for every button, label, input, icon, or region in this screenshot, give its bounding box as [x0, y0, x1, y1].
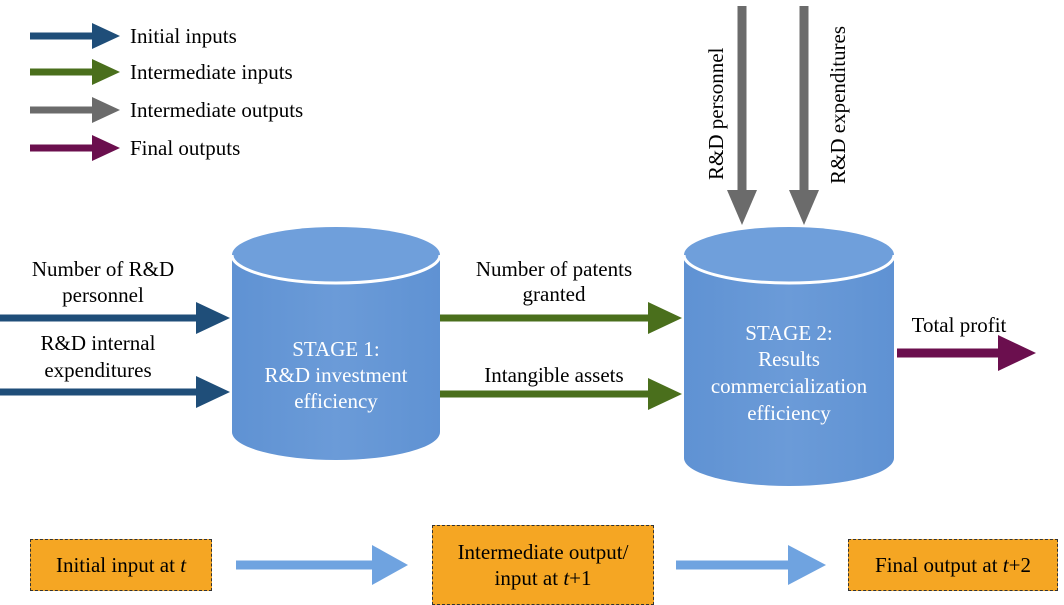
label-total-profit: Total profit — [911, 313, 1007, 337]
stage2-title: STAGE 2: — [745, 321, 833, 345]
stage1-line2: R&D investment — [264, 363, 408, 387]
stage2-line3: commercialization — [710, 374, 868, 398]
arrow-rd-personnel-input — [0, 302, 230, 334]
label-rd-expenditures-line1: R&D internal — [40, 331, 156, 355]
arrow-rd-expenditures-input — [0, 376, 230, 408]
legend-label-intermediate-inputs: Intermediate inputs — [130, 60, 293, 84]
timeline-box-intermediate-line1: Intermediate output/ — [457, 540, 629, 564]
stage1-line3: efficiency — [294, 389, 378, 413]
stage1-cylinder — [230, 227, 442, 460]
stage2-line4: efficiency — [747, 401, 831, 425]
arrow-patents — [440, 302, 682, 334]
timeline-box-intermediate-line2: input at — [494, 566, 564, 590]
label-patents-line1: Number of patents — [475, 257, 633, 281]
label-stage2-expenditures: R&D expenditures — [826, 25, 850, 184]
timeline-box-final: Final output at t+2 — [848, 539, 1058, 591]
stage1-title: STAGE 1: — [292, 337, 380, 361]
timeline-box-intermediate-suffix: +1 — [569, 566, 592, 590]
stage2-cylinder — [682, 227, 896, 486]
timeline-box-final-text: Final output at — [875, 553, 1003, 577]
label-rd-expenditures-line2: expenditures — [44, 358, 152, 382]
timeline-var-t2: t — [1002, 553, 1009, 577]
arrow-total-profit — [897, 335, 1036, 371]
timeline-var-t1: t — [563, 566, 570, 590]
timeline-arrow-2 — [676, 545, 826, 585]
timeline-arrow-1 — [236, 545, 408, 585]
legend-arrow-intermediate-outputs — [30, 97, 120, 123]
label-rd-personnel-line1: Number of R&D — [31, 257, 175, 281]
timeline-box-initial-text: Initial input at — [55, 553, 181, 577]
label-intangible-assets: Intangible assets — [484, 363, 624, 387]
arrow-intangible-assets — [440, 378, 682, 410]
legend-label-intermediate-outputs: Intermediate outputs — [130, 98, 304, 122]
legend-arrow-final — [30, 135, 120, 161]
arrow-stage2-personnel — [727, 6, 757, 225]
legend-arrow-initial — [30, 23, 120, 49]
legend-label-initial: Initial inputs — [130, 24, 237, 48]
label-rd-personnel-line2: personnel — [62, 283, 144, 307]
label-stage2-personnel: R&D personnel — [704, 47, 728, 180]
arrow-stage2-expenditures — [789, 6, 819, 225]
timeline-box-final-suffix: +2 — [1008, 553, 1031, 577]
label-patents-line2: granted — [522, 282, 586, 306]
stage2-line2: Results — [758, 347, 820, 371]
timeline-box-intermediate: Intermediate output/ input at t+1 — [432, 525, 654, 605]
timeline-var-t: t — [180, 553, 187, 577]
timeline-box-initial: Initial input at t — [30, 539, 212, 591]
legend-label-final: Final outputs — [130, 136, 241, 160]
legend-arrow-intermediate-inputs — [30, 59, 120, 85]
